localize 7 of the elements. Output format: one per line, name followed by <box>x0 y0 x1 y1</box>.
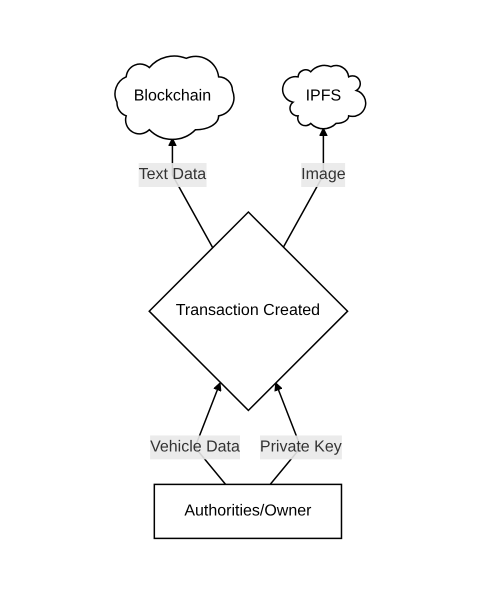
edge-label: Text Data <box>138 166 206 183</box>
edge-label: Vehicle Data <box>150 438 240 456</box>
edge-label: Private Key <box>260 438 342 456</box>
flowchart: Vehicle Data Private Key Text Data Image Blockchain IPFS Transaction Created Authorities/Owner <box>106 48 374 546</box>
edge-label: Image <box>300 166 346 183</box>
node-box <box>153 483 342 539</box>
node-diamond <box>148 210 348 412</box>
